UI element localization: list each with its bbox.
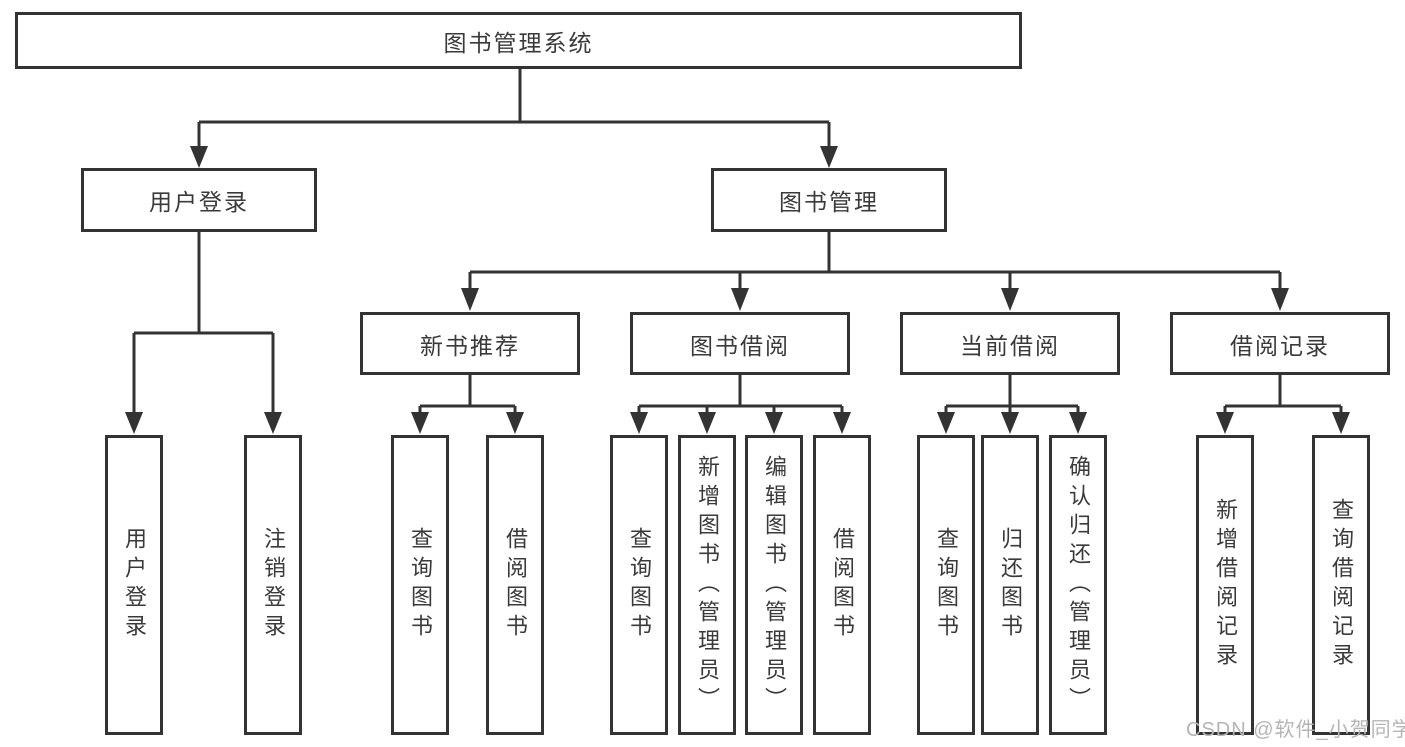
connector-root-to-level2 xyxy=(190,69,838,168)
leaf-borrow-books-recommend: 借阅图书 xyxy=(486,435,544,735)
leaf-confirm-return-admin: 确认归还（管理员） xyxy=(1049,435,1107,735)
node-label: 图书管理系统 xyxy=(443,29,594,56)
connector-book-management-to-level3 xyxy=(461,232,1289,311)
leaf-query-books-borrow: 查询图书 xyxy=(610,435,668,735)
node-label: 查询图书 xyxy=(408,527,433,643)
connector-current-borrow-to-children xyxy=(937,375,1087,434)
csdn-watermark: CSDN @软件_小贺同学 xyxy=(1186,719,1405,741)
node-label: 图书借阅 xyxy=(690,332,790,359)
node-book-management: 图书管理 xyxy=(711,168,947,232)
node-new-book-recommend: 新书推荐 xyxy=(360,312,580,375)
node-label: 借阅图书 xyxy=(830,527,855,643)
leaf-query-books-recommend: 查询图书 xyxy=(391,435,449,735)
connector-user-login-to-children xyxy=(125,232,282,434)
leaf-user-login: 用户登录 xyxy=(105,435,163,735)
node-label: 确认归还（管理员） xyxy=(1066,454,1091,716)
connector-new-book-recommend-to-children xyxy=(411,375,524,434)
node-label: 用户登录 xyxy=(149,189,249,215)
connector-borrow-records-to-children xyxy=(1216,375,1350,434)
node-label: 注销登录 xyxy=(261,527,286,643)
node-label: 归还图书 xyxy=(998,527,1023,643)
node-label: 当前借阅 xyxy=(960,332,1060,359)
node-label: 查询图书 xyxy=(627,527,652,643)
leaf-add-book-admin: 新增图书（管理员） xyxy=(678,435,736,735)
leaf-logout: 注销登录 xyxy=(244,435,302,735)
node-label: 新增借阅记录 xyxy=(1213,498,1238,672)
node-label: 编辑图书（管理员） xyxy=(762,454,787,716)
node-label: 借阅图书 xyxy=(503,527,528,643)
leaf-query-borrow-record: 查询借阅记录 xyxy=(1312,435,1370,735)
leaf-return-book: 归还图书 xyxy=(981,435,1039,735)
node-label: 借阅记录 xyxy=(1230,332,1330,359)
node-label: 新增图书（管理员） xyxy=(695,454,720,716)
node-label: 查询图书 xyxy=(934,527,959,643)
node-borrow-records: 借阅记录 xyxy=(1170,312,1390,375)
leaf-edit-book-admin: 编辑图书（管理员） xyxy=(745,435,803,735)
connector-book-borrow-to-children xyxy=(630,375,851,434)
node-label: 查询借阅记录 xyxy=(1329,498,1354,672)
leaf-borrow-books: 借阅图书 xyxy=(813,435,871,735)
node-label: 图书管理 xyxy=(779,189,879,215)
node-book-borrow: 图书借阅 xyxy=(630,312,850,375)
leaf-add-borrow-record: 新增借阅记录 xyxy=(1196,435,1254,735)
leaf-query-books-current: 查询图书 xyxy=(917,435,975,735)
node-label: 用户登录 xyxy=(122,527,147,643)
node-label: 新书推荐 xyxy=(420,332,520,359)
node-library-management-system: 图书管理系统 xyxy=(15,12,1022,69)
node-user-login: 用户登录 xyxy=(81,168,317,232)
node-current-borrow: 当前借阅 xyxy=(900,312,1120,375)
